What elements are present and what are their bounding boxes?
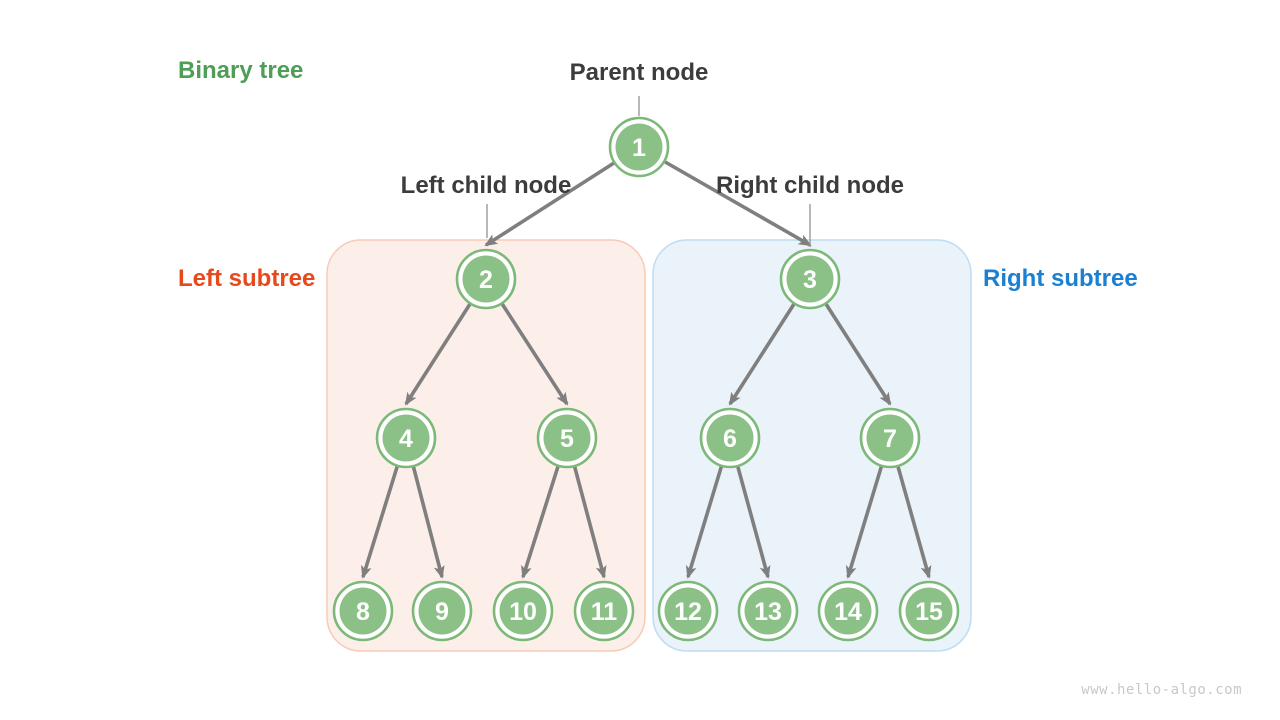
node-body — [615, 123, 663, 171]
node-value: 5 — [560, 425, 574, 453]
tree-node-6: 6 — [699, 407, 761, 469]
node-value: 11 — [591, 598, 618, 626]
tree-node-8: 8 — [332, 580, 394, 642]
node-value: 2 — [479, 266, 493, 294]
node-body — [706, 414, 754, 462]
watermark: www.hello-algo.com — [1081, 682, 1242, 698]
node-value: 7 — [883, 425, 897, 453]
node-value: 12 — [674, 598, 702, 626]
right-subtree-box — [652, 239, 972, 652]
node-body — [744, 587, 792, 635]
left-child-node-label: Left child node — [400, 172, 572, 199]
node-body — [382, 414, 430, 462]
tree-node-9: 9 — [411, 580, 473, 642]
tree-node-5: 5 — [536, 407, 598, 469]
node-value: 8 — [356, 598, 370, 626]
right-subtree-label: Right subtree — [983, 265, 1138, 292]
node-body — [499, 587, 547, 635]
tree-node-7: 7 — [859, 407, 921, 469]
tree-node-2: 2 — [455, 248, 517, 310]
node-value: 9 — [435, 598, 449, 626]
node-body — [824, 587, 872, 635]
tree-node-15: 15 — [898, 580, 960, 642]
right-child-node-label: Right child node — [716, 172, 904, 199]
parent-node-label: Parent node — [569, 59, 709, 86]
node-body — [866, 414, 914, 462]
node-body — [418, 587, 466, 635]
tree-node-13: 13 — [737, 580, 799, 642]
tree-node-3: 3 — [779, 248, 841, 310]
node-body — [664, 587, 712, 635]
node-body — [339, 587, 387, 635]
tree-node-11: 11 — [573, 580, 635, 642]
node-body — [462, 255, 510, 303]
node-value: 15 — [915, 598, 943, 626]
node-body — [580, 587, 628, 635]
node-value: 1 — [632, 134, 646, 162]
tree-node-1: 1 — [608, 116, 670, 178]
node-value: 4 — [399, 425, 413, 453]
node-body — [786, 255, 834, 303]
node-value: 14 — [834, 598, 862, 626]
node-value: 3 — [803, 266, 817, 294]
tree-node-12: 12 — [657, 580, 719, 642]
node-value: 13 — [754, 598, 782, 626]
edge-1-3 — [638, 145, 812, 247]
node-value: 6 — [723, 425, 737, 453]
left-subtree-label: Left subtree — [178, 265, 316, 292]
figure-title: Binary tree — [178, 57, 304, 84]
node-body — [543, 414, 591, 462]
node-value: 10 — [509, 598, 537, 626]
tree-node-4: 4 — [375, 407, 437, 469]
tree-node-10: 10 — [492, 580, 554, 642]
node-body — [905, 587, 953, 635]
tree-node-14: 14 — [817, 580, 879, 642]
